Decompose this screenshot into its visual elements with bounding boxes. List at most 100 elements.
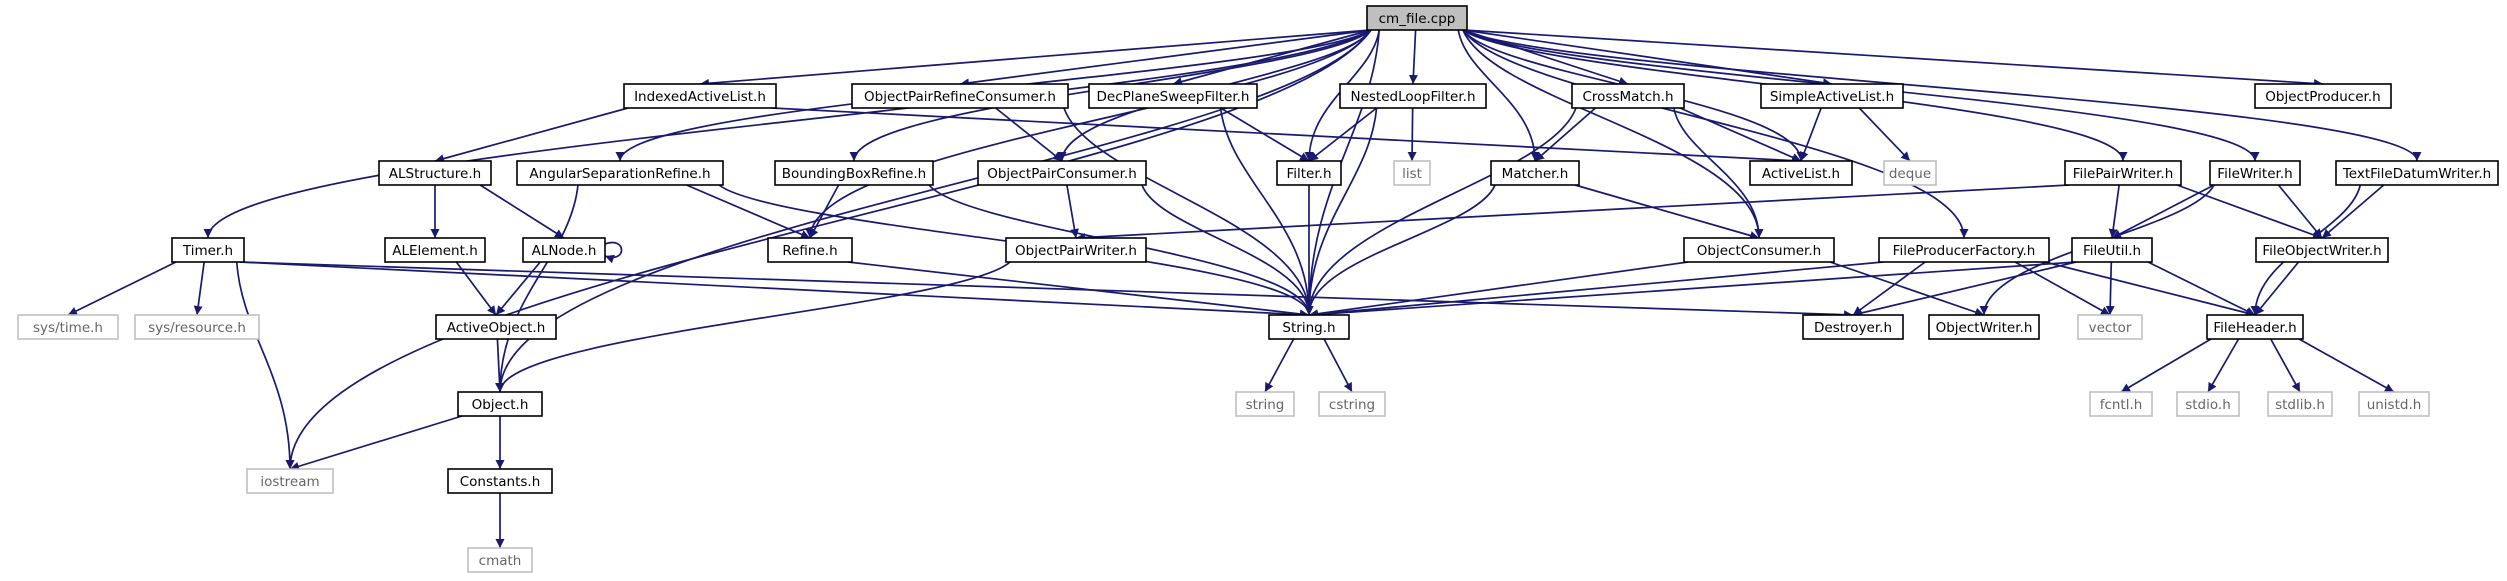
node-activelist[interactable]: ActiveList.h <box>1749 160 1853 186</box>
edge-matcher-to-objectconsumer <box>1574 184 1760 240</box>
node-objectconsumer[interactable]: ObjectConsumer.h <box>1683 237 1835 263</box>
node-fileobjectwriter[interactable]: FileObjectWriter.h <box>2255 237 2389 263</box>
node-box-destroyer <box>1802 314 1904 340</box>
node-sysresource: sys/resource.h <box>134 314 260 340</box>
node-matcher[interactable]: Matcher.h <box>1490 160 1580 186</box>
edge-fileheader-to-fcntl <box>2120 338 2212 393</box>
node-activeobject[interactable]: ActiveObject.h <box>435 314 557 340</box>
edge-alstructure-to-alnode <box>479 184 565 239</box>
edge-root-to-nestedloopfilter <box>1408 29 1418 85</box>
edge-nestedloopfilter-to-string <box>1304 107 1378 316</box>
node-nestedloopfilter[interactable]: NestedLoopFilter.h <box>1339 83 1487 109</box>
node-destroyer[interactable]: Destroyer.h <box>1802 314 1904 340</box>
node-simpleactivelist[interactable]: SimpleActiveList.h <box>1760 83 1904 109</box>
edge-filewriter-to-fileutil <box>2111 184 2215 239</box>
node-filewriter[interactable]: FileWriter.h <box>2209 160 2301 186</box>
edge-root-to-simpleactivelist <box>1462 29 1833 88</box>
node-filepairwriter[interactable]: FilePairWriter.h <box>2064 160 2182 186</box>
node-box-object <box>457 391 543 417</box>
node-alnode[interactable]: ALNode.h <box>522 237 606 263</box>
node-list: list <box>1393 160 1431 186</box>
node-label-objectconsumer: ObjectConsumer.h <box>1697 243 1821 259</box>
node-label-sysresource: sys/resource.h <box>148 320 246 336</box>
node-textfiledatumwriter[interactable]: TextFileDatumWriter.h <box>2335 160 2499 186</box>
node-decplanesweepfilter[interactable]: DecPlaneSweepFilter.h <box>1088 83 1258 109</box>
node-crossmatch[interactable]: CrossMatch.h <box>1571 83 1685 109</box>
node-label-alstructure: ALStructure.h <box>389 166 481 182</box>
node-fileheader[interactable]: FileHeader.h <box>2206 314 2304 340</box>
node-label-list: list <box>1402 166 1422 182</box>
node-objectpairwriter[interactable]: ObjectPairWriter.h <box>1005 237 1147 263</box>
node-box-constants <box>447 468 553 494</box>
node-stdlib: stdlib.h <box>2267 391 2333 417</box>
node-label-crossmatch: CrossMatch.h <box>1582 89 1673 105</box>
node-filter[interactable]: Filter.h <box>1276 160 1342 186</box>
edge-filepairwriter-to-fileutil <box>2108 184 2120 239</box>
edge-crossmatch-to-matcher <box>1534 107 1597 162</box>
node-timer[interactable]: Timer.h <box>171 237 245 263</box>
node-fileproducerfactory[interactable]: FileProducerFactory.h <box>1878 237 2050 263</box>
edge-textfiledatumwriter-to-fileobjectwriter <box>2321 184 2385 239</box>
node-label-stdlib: stdlib.h <box>2275 397 2325 413</box>
node-box-list <box>1393 160 1431 186</box>
node-label-fileheader: FileHeader.h <box>2213 320 2296 336</box>
node-box-nestedloopfilter <box>1339 83 1487 109</box>
edge-timer-to-string <box>239 261 1310 320</box>
node-alelement[interactable]: ALElement.h <box>384 237 486 263</box>
node-angularseparationrefine[interactable]: AngularSeparationRefine.h <box>516 160 724 186</box>
node-label-fcntl: fcntl.h <box>2100 397 2143 413</box>
edge-filewriter-to-fileobjectwriter <box>2277 184 2323 239</box>
node-box-cstring <box>1318 391 1386 417</box>
node-label-objectpairwriter: ObjectPairWriter.h <box>1015 243 1137 259</box>
node-objectwriter[interactable]: ObjectWriter.h <box>1928 314 2040 340</box>
edge-object-to-iostream <box>289 415 463 471</box>
node-box-activelist <box>1749 160 1853 186</box>
node-object[interactable]: Object.h <box>457 391 543 417</box>
node-box-angularseparationrefine <box>516 160 724 186</box>
edge-root-to-matcher <box>1457 29 1540 162</box>
edge-refine-to-string <box>847 261 1310 319</box>
node-label-objectpairrefineconsumer: ObjectPairRefineConsumer.h <box>864 89 1056 105</box>
node-alstructure[interactable]: ALStructure.h <box>378 160 492 186</box>
node-label-object: Object.h <box>472 397 529 413</box>
node-box-fileutil <box>2071 237 2153 263</box>
node-label-activelist: ActiveList.h <box>1762 166 1840 182</box>
edge-objectpairconsumer-to-string <box>1141 184 1314 316</box>
node-box-root <box>1366 5 1468 31</box>
node-boundingboxrefine[interactable]: BoundingBoxRefine.h <box>774 160 934 186</box>
edge-fileobjectwriter-to-fileheader <box>2254 261 2300 316</box>
edge-fileproducerfactory-to-vector <box>2014 261 2111 316</box>
edge-fileutil-to-fileheader <box>2147 261 2256 316</box>
node-objectproducer[interactable]: ObjectProducer.h <box>2254 83 2392 109</box>
node-constants[interactable]: Constants.h <box>447 468 553 494</box>
node-fileutil[interactable]: FileUtil.h <box>2071 237 2153 263</box>
node-box-stdlib <box>2267 391 2333 417</box>
node-indexedactivelist[interactable]: IndexedActiveList.h <box>623 83 777 109</box>
edge-string-to-stdstring <box>1264 338 1295 393</box>
edge-crossmatch-to-activelist <box>1679 107 1802 162</box>
node-objectpairconsumer[interactable]: ObjectPairConsumer.h <box>977 160 1147 186</box>
node-objectpairrefineconsumer[interactable]: ObjectPairRefineConsumer.h <box>851 83 1069 109</box>
node-label-boundingboxrefine: BoundingBoxRefine.h <box>782 166 926 182</box>
edge-root-to-objectconsumer <box>1462 29 1764 239</box>
node-deque: deque <box>1883 160 1937 186</box>
edge-fileheader-to-unistd <box>2298 338 2395 393</box>
node-label-refine: Refine.h <box>782 243 837 259</box>
node-label-fileobjectwriter: FileObjectWriter.h <box>2262 243 2381 259</box>
node-label-iostream: iostream <box>260 474 319 490</box>
node-root[interactable]: cm_file.cpp <box>1366 5 1468 31</box>
node-label-filewriter: FileWriter.h <box>2217 166 2292 182</box>
node-string[interactable]: String.h <box>1268 314 1350 340</box>
edge-angularseparationrefine-to-refine <box>686 184 811 239</box>
edge-root-to-decplanesweepfilter <box>1172 29 1372 86</box>
node-stdstring: string <box>1235 391 1295 417</box>
edge-fileutil-to-string <box>1308 261 2077 319</box>
node-refine[interactable]: Refine.h <box>767 237 853 263</box>
node-label-objectproducer: ObjectProducer.h <box>2265 89 2380 105</box>
edge-timer-to-iostream <box>235 261 295 470</box>
node-label-cstring: cstring <box>1329 397 1375 413</box>
node-vector: vector <box>2077 314 2143 340</box>
node-box-crossmatch <box>1571 83 1685 109</box>
edge-root-to-objectpairrefineconsumer <box>959 29 1372 88</box>
